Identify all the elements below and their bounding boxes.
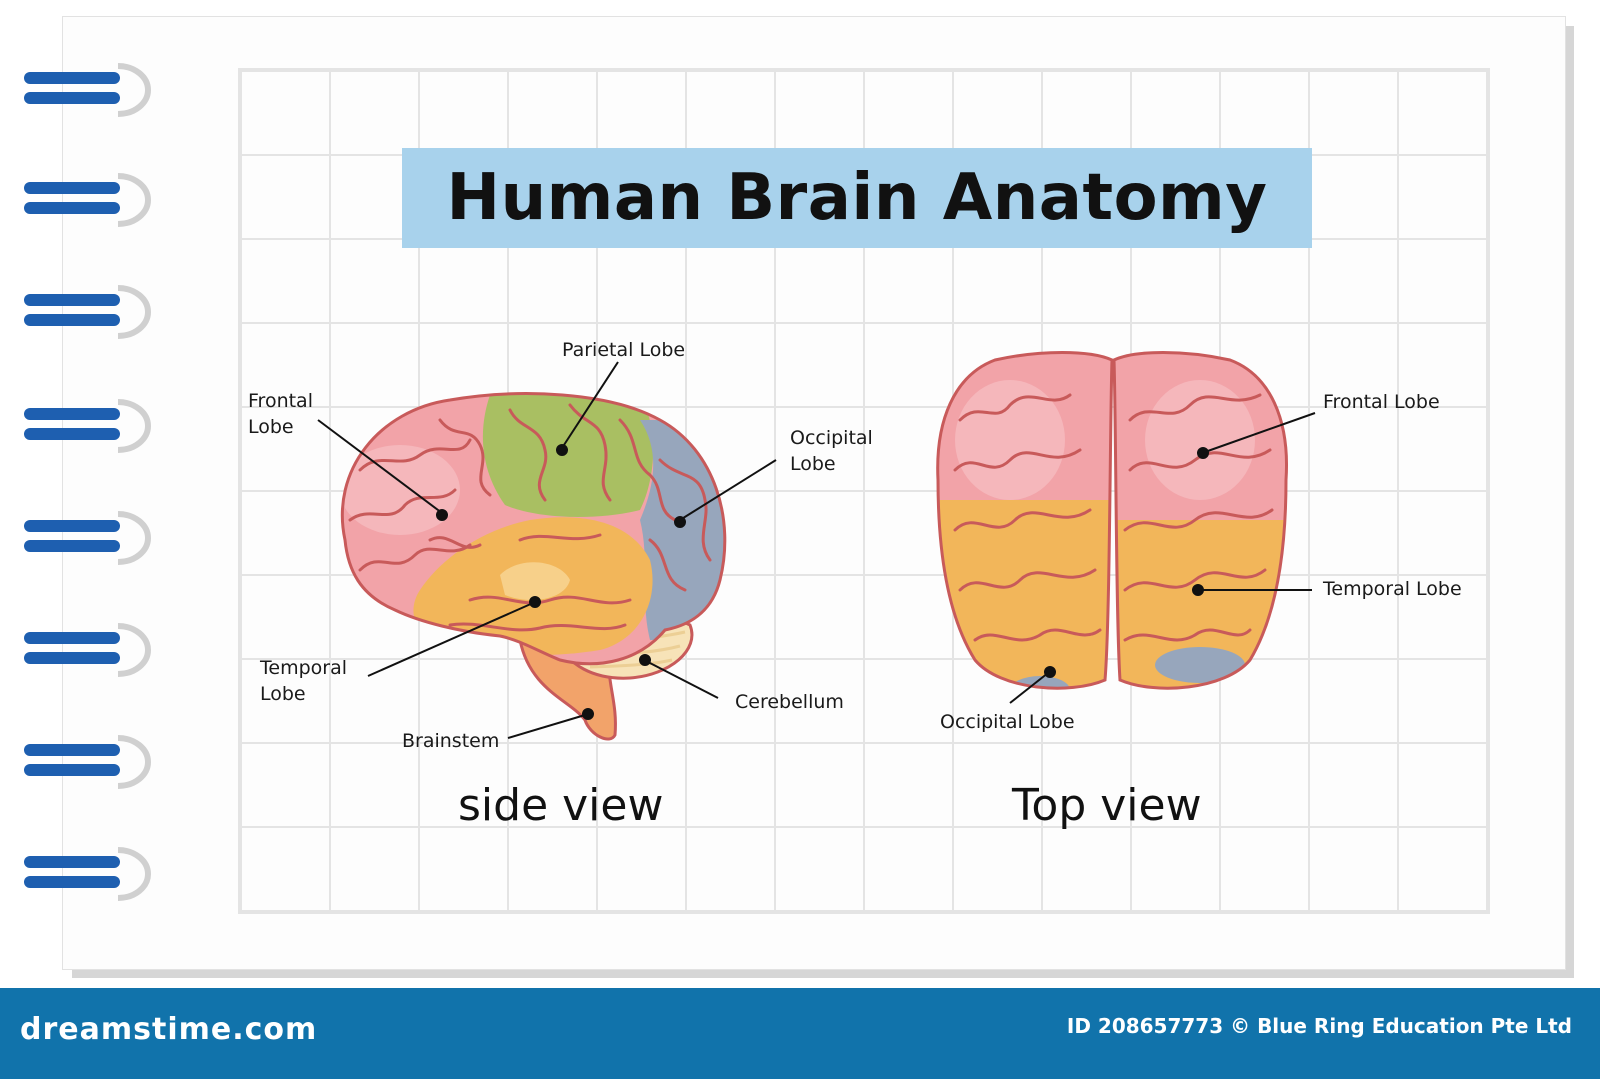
label-line: Lobe [248,416,294,438]
binding-ring [24,173,151,227]
label-brainstem: Brainstem [402,730,500,752]
label-pointers [317,361,1316,739]
label-line: Occipital [790,427,873,449]
binding-ring [24,847,151,901]
top-view-brain [936,351,1288,690]
binding-ring [24,63,151,117]
brand-logo: dreamstime.com [20,1012,318,1047]
page-title: Human Brain Anatomy [446,161,1268,235]
label-parietal-lobe: Parietal Lobe [562,339,686,361]
side-view-brain [340,392,727,741]
image-credit: ID 208657773 © Blue Ring Education Pte L… [1066,1014,1572,1038]
title-banner: Human Brain Anatomy [402,148,1312,248]
label-cerebellum: Cerebellum [735,691,844,713]
label-line: Lobe [260,683,306,705]
binding-ring [24,623,151,677]
side-view-caption: side view [458,780,664,831]
binding-ring [24,399,151,453]
label-line: Lobe [790,453,836,475]
binding-ring [24,285,151,339]
top-view-caption: Top view [1012,780,1202,831]
binding-ring [24,735,151,789]
label-line: Temporal [260,657,347,679]
label-temporal-lobe-top: Temporal Lobe [1323,578,1462,600]
label-line: Frontal [248,390,313,412]
label-frontal-lobe-side: Frontal Lobe [248,388,313,440]
binding-ring [24,511,151,565]
label-occipital-lobe-side: Occipital Lobe [790,425,873,477]
label-temporal-lobe-side: Temporal Lobe [260,655,347,707]
label-occipital-lobe-top: Occipital Lobe [940,711,1075,733]
parietal-region [482,395,654,517]
label-frontal-lobe-top: Frontal Lobe [1323,391,1440,413]
footer-bar: dreamstime.com ID 208657773 © Blue Ring … [0,988,1600,1079]
